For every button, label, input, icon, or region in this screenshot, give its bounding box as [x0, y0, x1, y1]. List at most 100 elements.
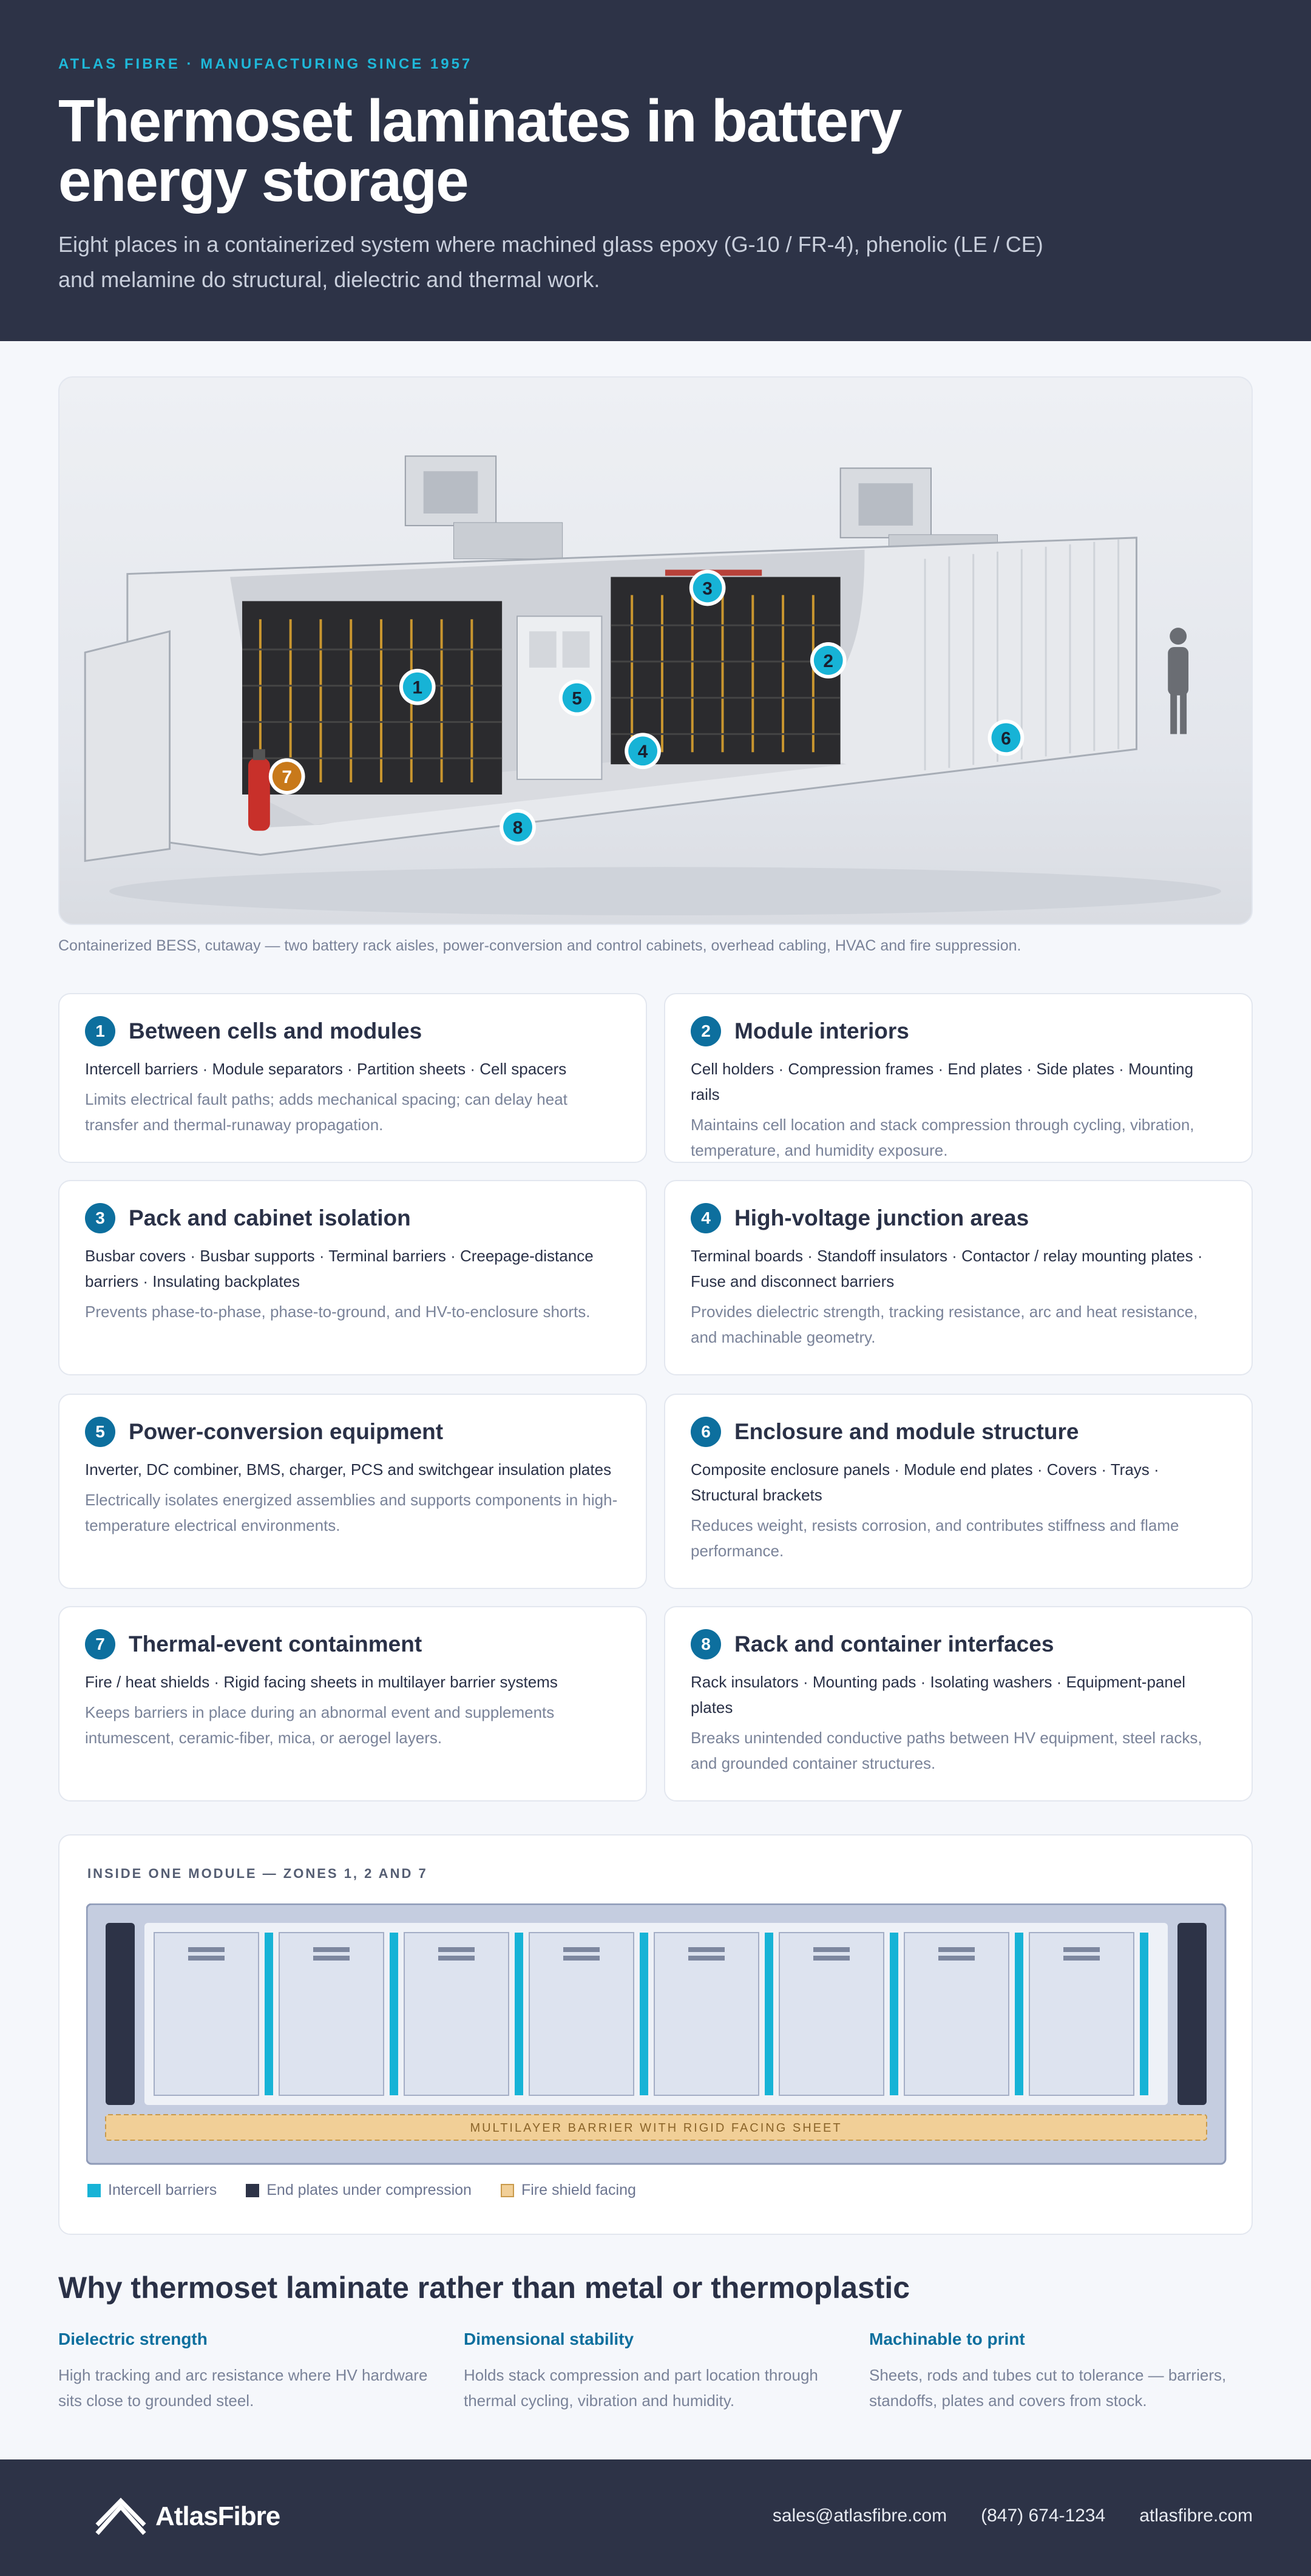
zone-description: Reduces weight, resists corrosion, and c… [691, 1516, 1179, 1560]
fire-shield-barrier [105, 2114, 1207, 2141]
cell-terminal [313, 1947, 350, 1952]
module-diagram-panel: INSIDE ONE MODULE — ZONES 1, 2 AND 7 MUL… [58, 1834, 1253, 2235]
zone-card-4: 4 High-voltage junction areas Terminal bo… [664, 1180, 1253, 1375]
intercell-barrier [1140, 1933, 1148, 2095]
intercell-barrier [265, 1933, 273, 2095]
cell-terminal [563, 1947, 600, 1952]
zone-title: High-voltage junction areas [734, 1205, 1029, 1230]
cell-terminal [438, 1956, 475, 1961]
zone-pin-2[interactable]: 2 [810, 642, 847, 679]
cell-terminal [188, 1956, 225, 1961]
legend-label: Intercell barriers [108, 2181, 217, 2198]
cell-terminal [188, 1947, 225, 1952]
cell-terminal [313, 1956, 350, 1961]
zone-description: Limits electrical fault paths; adds mech… [85, 1090, 567, 1134]
svg-text:5: 5 [572, 689, 582, 709]
cell-terminal [563, 1956, 600, 1961]
logo-mark-icon [95, 2497, 146, 2535]
website-link[interactable]: atlasfibre.com [1139, 2506, 1253, 2526]
why-text: Holds stack compression and part locatio… [464, 2366, 818, 2410]
legend-swatch [500, 2183, 514, 2197]
zone-parts: Inverter, DC combiner, BMS, charger, PCS… [85, 1460, 612, 1479]
zone-pin-3[interactable]: 3 [689, 569, 726, 606]
zone-pin-7[interactable]: 7 [268, 758, 305, 795]
email-link[interactable]: sales@atlasfibre.com [772, 2506, 947, 2526]
legend-item: End plates under compression [246, 2181, 472, 2199]
zone-description: Provides dielectric strength, tracking r… [691, 1303, 1198, 1346]
zone-badge: 8 [691, 1629, 721, 1659]
intercell-barrier [890, 1933, 898, 2095]
zone-badge: 2 [691, 1016, 721, 1046]
cell-terminal [813, 1947, 850, 1952]
why-heading: Dimensional stability [464, 2330, 634, 2348]
zone-title: Power-conversion equipment [129, 1419, 444, 1444]
bess-cutaway-illustration: 1 2 3 4 5 6 7 8 [58, 376, 1253, 925]
cell-terminal [938, 1956, 975, 1961]
zone-title: Module interiors [734, 1019, 909, 1043]
zone-pin-4[interactable]: 4 [625, 733, 661, 770]
zone-badge: 7 [85, 1629, 115, 1659]
cell-terminal [1063, 1956, 1100, 1961]
intercell-barrier [1015, 1933, 1023, 2095]
zone-title: Rack and container interfaces [734, 1632, 1054, 1656]
hvac-unit-left [404, 455, 563, 560]
zone-description: Keeps barriers in place during an abnorm… [85, 1703, 555, 1747]
zone-title: Pack and cabinet isolation [129, 1205, 411, 1230]
svg-text:4: 4 [638, 742, 648, 762]
fire-extinguisher [248, 749, 270, 831]
phone-link[interactable]: (847) 674-1234 [981, 2506, 1106, 2526]
eyebrow-text: ATLAS FIBRE · MANUFACTURING SINCE 1957 [58, 56, 473, 72]
page-footer: AtlasFibre sales@atlasfibre.com (847) 67… [0, 2459, 1311, 2576]
cell-terminal [688, 1947, 725, 1952]
zone-pin-8[interactable]: 8 [500, 808, 536, 846]
atlas-fibre-logo[interactable]: AtlasFibre [95, 2497, 280, 2536]
page-subtitle: Eight places in a containerized system w… [58, 232, 1043, 292]
why-text: High tracking and arc resistance where H… [58, 2366, 428, 2410]
zone-pin-1[interactable]: 1 [399, 668, 436, 705]
page-title: Thermoset laminates in battery energy st… [58, 87, 903, 214]
svg-text:2: 2 [823, 651, 833, 671]
zone-badge: 3 [85, 1203, 115, 1233]
battery-cell [1029, 1932, 1134, 2096]
container-cutaway-graphic: 1 2 3 4 5 6 7 8 [84, 455, 1221, 916]
zone-badge: 6 [691, 1417, 721, 1447]
end-plate-left [106, 1923, 135, 2105]
zone-badge: 5 [85, 1417, 115, 1447]
cell-terminal [688, 1956, 725, 1961]
svg-text:8: 8 [513, 818, 523, 838]
cell-terminal [438, 1947, 475, 1952]
legend-item: Intercell barriers [87, 2181, 217, 2199]
zone-pin-5[interactable]: 5 [558, 679, 595, 716]
end-plate-right [1177, 1923, 1207, 2105]
hero-caption: Containerized BESS, cutaway — two batter… [58, 937, 1021, 954]
intercell-barrier [640, 1933, 648, 2095]
zone-card-3: 3 Pack and cabinet isolation Busbar cover… [58, 1180, 647, 1375]
legend-item: Fire shield facing [500, 2181, 636, 2199]
zone-parts: Terminal boards · Standoff insulators · … [691, 1247, 1203, 1290]
legend-swatch [87, 2183, 101, 2197]
svg-text:3: 3 [702, 578, 713, 598]
zone-description: Breaks unintended conductive paths betwe… [691, 1729, 1202, 1772]
zone-parts: Intercell barriers · Module separators ·… [85, 1060, 567, 1078]
zone-parts: Rack insulators · Mounting pads · Isolat… [691, 1673, 1186, 1717]
barrier-label: MULTILAYER BARRIER WITH RIGID FACING SHE… [470, 2121, 842, 2135]
zone-badge: 4 [691, 1203, 721, 1233]
battery-cells [154, 1932, 1148, 2096]
zone-card-8: 8 Rack and container interfaces Rack insu… [664, 1606, 1253, 1802]
zone-pin-6[interactable]: 6 [987, 719, 1025, 756]
why-item-1: Dielectric strength High tracking and ar… [58, 2330, 447, 2413]
zone-parts: Busbar covers · Busbar supports · Termin… [85, 1247, 594, 1290]
zone-badge: 1 [85, 1016, 115, 1046]
page-header: ATLAS FIBRE · MANUFACTURING SINCE 1957 T… [0, 0, 1311, 341]
legend-label: Fire shield facing [521, 2181, 636, 2198]
logo-text: AtlasFibre [155, 2501, 280, 2531]
svg-text:6: 6 [1001, 728, 1011, 748]
zone-parts: Fire / heat shields · Rigid facing sheet… [85, 1673, 558, 1691]
zone-description: Electrically isolates energized assembli… [85, 1491, 618, 1534]
why-item-2: Dimensional stability Holds stack compre… [464, 2330, 852, 2413]
intercell-barrier [390, 1933, 398, 2095]
module-cross-section: MULTILAYER BARRIER WITH RIGID FACING SHE… [86, 1903, 1227, 2165]
